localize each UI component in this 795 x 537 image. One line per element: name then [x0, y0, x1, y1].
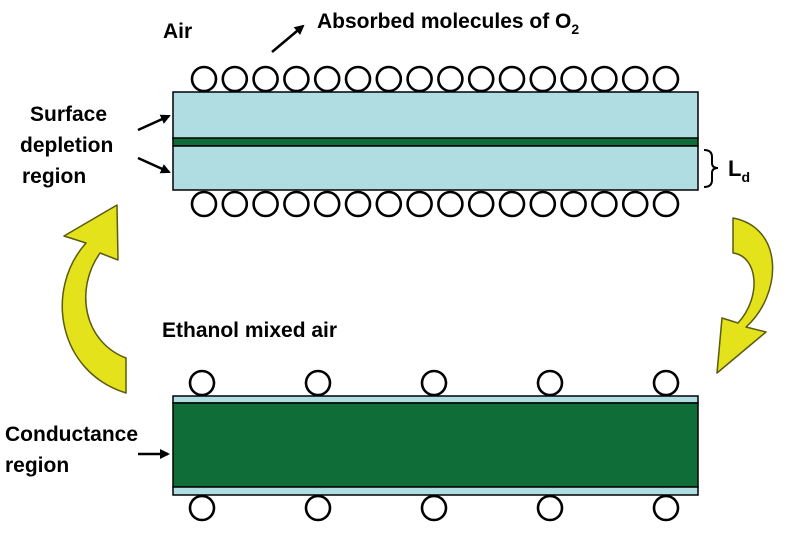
cycle-arrow-right: [716, 217, 774, 374]
o2-molecule: [560, 65, 587, 93]
top-depletion-upper: [172, 91, 699, 140]
o2-molecule: [304, 369, 332, 397]
o2-molecule: [375, 65, 403, 93]
o2-molecule: [621, 190, 649, 218]
o2-molecule: [283, 190, 310, 218]
o2-molecule: [652, 190, 680, 218]
ld-label-main: L: [728, 156, 741, 181]
bottom-depletion-lower: [172, 486, 699, 496]
air-label: Air: [163, 20, 192, 43]
o2-molecule: [560, 190, 587, 218]
o2-molecule: [375, 190, 403, 218]
ld-label-subscript: d: [741, 169, 750, 185]
ld-brace: [703, 149, 719, 188]
conductance-label-line1: Conductance: [5, 423, 138, 446]
surface-label-line1: Surface: [30, 103, 107, 126]
o2-molecule: [252, 65, 279, 93]
surface-label-line3: region: [22, 165, 86, 188]
top-molecules-below: [190, 190, 680, 218]
top-depletion-lower: [172, 145, 699, 191]
o2-molecule: [190, 65, 218, 93]
o2-molecule: [283, 65, 310, 93]
o2-molecule: [529, 190, 557, 218]
o2-molecule: [313, 65, 341, 93]
absorbed-label-subscript: 2: [571, 21, 579, 37]
o2-molecule: [536, 494, 564, 522]
cycle-arrow-left: [61, 204, 127, 394]
o2-molecule: [252, 190, 279, 218]
bottom-plate: [172, 395, 699, 496]
o2-molecule: [344, 190, 372, 218]
o2-molecule: [188, 494, 216, 522]
o2-molecule: [529, 65, 557, 93]
o2-molecule: [420, 494, 448, 522]
top-molecules-above: [190, 65, 680, 93]
o2-molecule: [498, 190, 526, 218]
surface-label-line2: depletion: [20, 134, 113, 157]
top-plate: [172, 91, 699, 191]
o2-molecule: [221, 190, 249, 218]
bottom-conductance-region: [172, 402, 699, 488]
o2-molecule: [437, 65, 464, 93]
ld-label: Ld: [728, 156, 750, 185]
o2-molecule: [344, 65, 372, 93]
o2-molecule: [406, 65, 433, 93]
o2-molecule: [188, 369, 216, 397]
o2-molecule: [652, 65, 680, 93]
o2-molecule: [304, 494, 332, 522]
absorbed-label-text: Absorbed molecules of O: [317, 10, 571, 33]
ethanol-label: Ethanol mixed air: [162, 319, 337, 342]
o2-molecule: [190, 190, 218, 218]
o2-molecule: [313, 190, 341, 218]
top-conductance-channel: [172, 137, 699, 147]
o2-molecule: [467, 190, 495, 218]
conductance-label-line2: region: [5, 454, 69, 477]
o2-molecule: [406, 190, 433, 218]
o2-molecule: [536, 369, 564, 397]
o2-molecule: [467, 65, 495, 93]
o2-molecule: [621, 65, 649, 93]
absorbed-arrow: [271, 24, 305, 53]
surface-arrow-lower: [137, 156, 171, 174]
o2-molecule: [591, 190, 618, 218]
bottom-molecules-above: [188, 369, 680, 397]
o2-molecule: [591, 65, 618, 93]
absorbed-label: Absorbed molecules of O2: [317, 10, 579, 37]
o2-molecule: [652, 369, 680, 397]
o2-molecule: [437, 190, 464, 218]
bottom-molecules-below: [188, 494, 680, 522]
o2-molecule: [652, 494, 680, 522]
bottom-depletion-upper: [172, 395, 699, 404]
o2-molecule: [221, 65, 249, 93]
o2-molecule: [498, 65, 526, 93]
o2-molecule: [420, 369, 448, 397]
surface-arrow-upper: [137, 114, 171, 132]
